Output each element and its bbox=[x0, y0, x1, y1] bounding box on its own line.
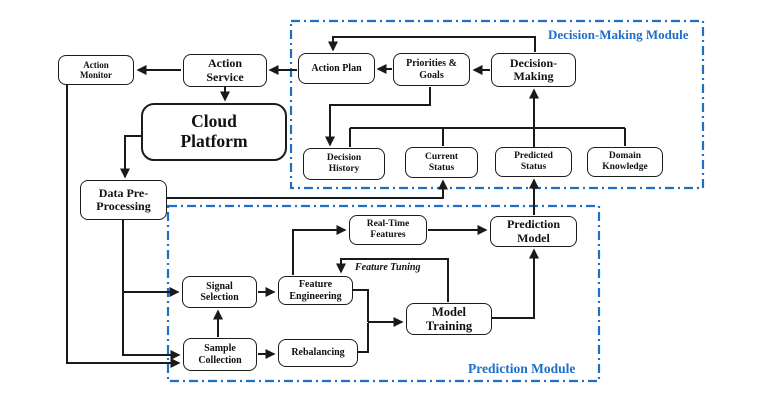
node-current-status: Current Status bbox=[405, 147, 478, 178]
node-label: Rebalancing bbox=[291, 347, 345, 359]
node-label: Model bbox=[517, 230, 550, 245]
node-predicted-status: Predicted Status bbox=[495, 147, 572, 177]
node-label: Processing bbox=[96, 199, 151, 213]
node-label: Current bbox=[424, 151, 459, 162]
node-label: Real-Time bbox=[366, 219, 410, 230]
node-label: Goals bbox=[419, 69, 444, 81]
node-action-monitor: Action Monitor bbox=[58, 55, 134, 85]
node-label: History bbox=[328, 164, 360, 174]
node-sample-collection: Sample Collection bbox=[183, 338, 257, 371]
node-label: Decision- bbox=[509, 55, 558, 70]
node-label: Model bbox=[431, 305, 467, 319]
node-label: Predicted bbox=[514, 151, 553, 162]
edge-model-training-to-feature-engineering-feature-tuning bbox=[336, 258, 449, 302]
edge-model-training-to-prediction-model bbox=[492, 248, 539, 319]
prediction-module-label: Prediction Module bbox=[468, 361, 576, 376]
node-signal-selection: Signal Selection bbox=[182, 276, 257, 308]
node-priorities-goals: Priorities & Goals bbox=[393, 53, 470, 86]
node-label: Collection bbox=[198, 354, 242, 366]
node-action-plan: Action Plan bbox=[298, 53, 375, 84]
edge-data-preprocessing-to-sample-collection bbox=[122, 220, 181, 360]
node-label: Feature bbox=[298, 279, 333, 291]
edge-data-preprocessing-to-current-status bbox=[167, 179, 448, 199]
node-label: Action Plan bbox=[311, 62, 362, 74]
node-rebalancing: Rebalancing bbox=[278, 339, 358, 367]
node-label: Cloud bbox=[191, 111, 237, 132]
node-label: Service bbox=[206, 69, 244, 84]
node-label: Status bbox=[428, 162, 455, 173]
node-data-preprocessing: Data Pre- Processing bbox=[80, 180, 167, 220]
node-label: Priorities & bbox=[406, 58, 457, 70]
node-domain-knowledge: Domain Knowledge bbox=[587, 147, 663, 177]
node-cloud-platform: Cloud Platform bbox=[141, 103, 287, 161]
node-model-training: Model Training bbox=[406, 303, 492, 335]
decision-module-border bbox=[289, 19, 705, 190]
node-label: Making bbox=[513, 69, 554, 83]
node-label: Decision bbox=[326, 153, 362, 164]
node-label: Platform bbox=[180, 131, 248, 151]
edge-feature-engineering-junction bbox=[353, 289, 369, 322]
decision-module-label: Decision-Making Module bbox=[548, 27, 689, 42]
node-label: Engineering bbox=[289, 290, 342, 302]
edge-action-monitor-to-sample-collection bbox=[66, 85, 181, 368]
node-prediction-model: Prediction Model bbox=[490, 216, 577, 247]
prediction-module-border bbox=[166, 204, 601, 383]
node-label: Sample bbox=[204, 343, 236, 355]
node-label: Features bbox=[370, 230, 406, 240]
node-feature-engineering: Feature Engineering bbox=[278, 276, 353, 305]
node-label: Knowledge bbox=[602, 162, 648, 172]
node-action-service: Action Service bbox=[183, 54, 267, 87]
node-label: Data Pre- bbox=[98, 185, 149, 200]
node-label: Signal bbox=[206, 280, 233, 292]
edge-priorities-goals-to-decision-history bbox=[325, 87, 431, 147]
node-real-time-features: Real-Time Features bbox=[349, 215, 427, 245]
node-label: Domain bbox=[608, 151, 642, 162]
node-label: Status bbox=[520, 162, 547, 172]
edge-decision-making-to-action-plan bbox=[328, 36, 536, 52]
node-decision-making: Decision- Making bbox=[491, 53, 576, 87]
edge-feature-engineering-to-real-time-features bbox=[292, 225, 347, 275]
feature-tuning-label: Feature Tuning bbox=[355, 262, 421, 273]
edge-cloud-platform-to-data-preprocessing bbox=[120, 135, 141, 179]
node-label: Monitor bbox=[80, 70, 112, 80]
node-label: Training bbox=[425, 319, 473, 333]
node-label: Action bbox=[83, 59, 109, 70]
node-decision-history: Decision History bbox=[303, 148, 385, 180]
node-label: Prediction bbox=[506, 217, 561, 232]
node-label: Selection bbox=[200, 292, 239, 303]
node-label: Action bbox=[208, 56, 242, 71]
edge-rebalancing-junction bbox=[357, 323, 369, 353]
